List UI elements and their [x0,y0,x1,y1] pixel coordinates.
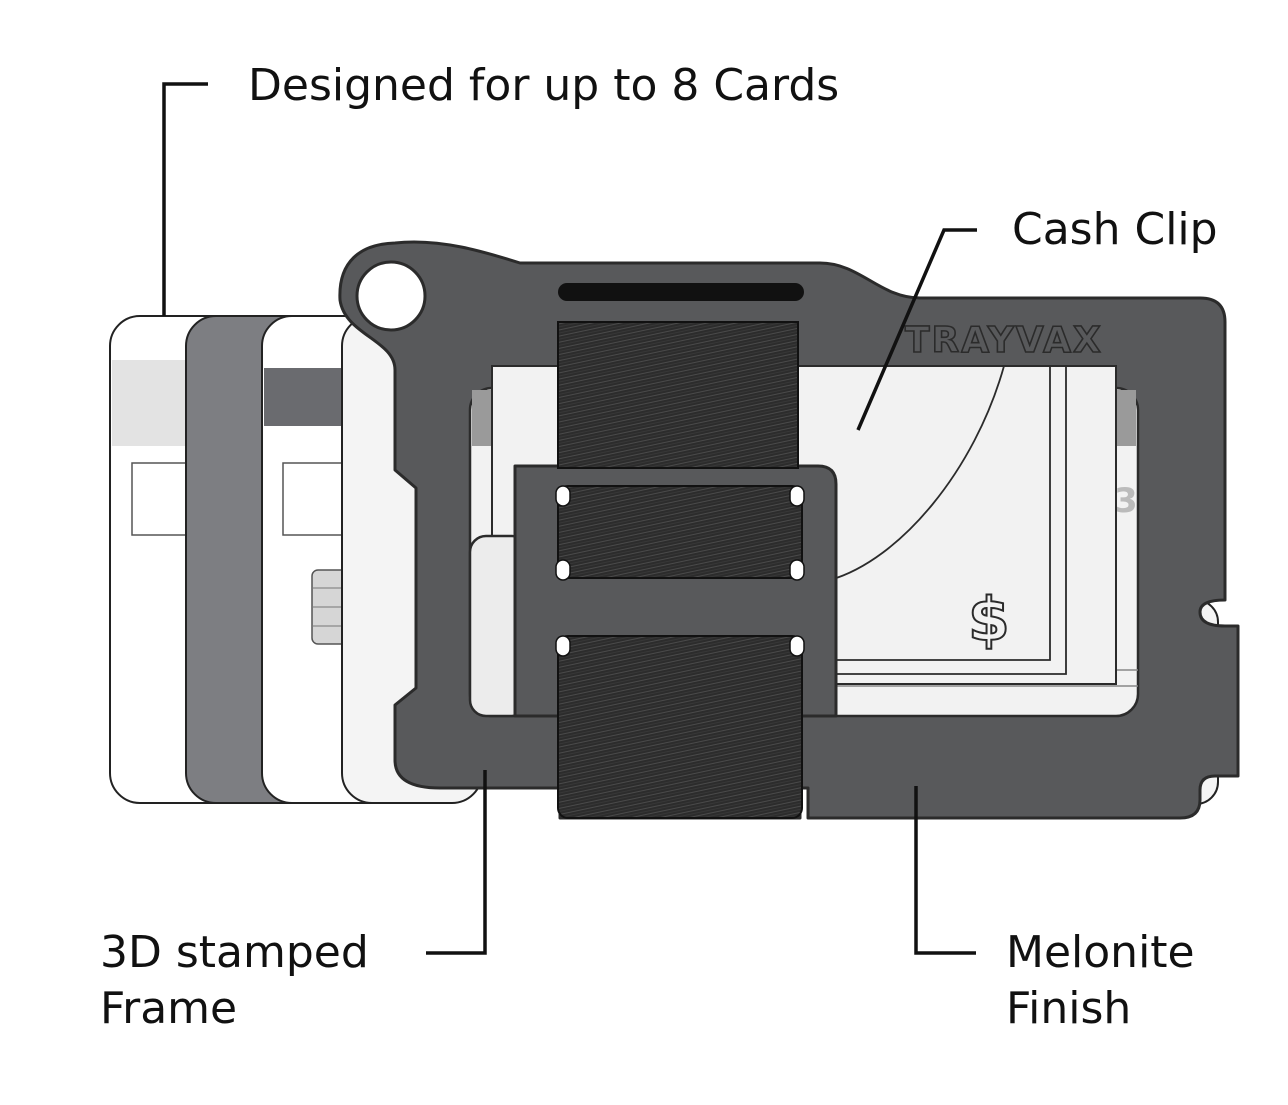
card-digit: 3 [1114,481,1138,521]
callout-finish-line2: Finish [1006,983,1132,1034]
callout-frame-line2: Frame [100,983,238,1034]
elastic-band [555,321,805,819]
callout-finish: Melonite Finish [1006,925,1195,1037]
dollar-icon: $ [968,585,1010,655]
leader-lines [162,82,977,955]
brand-wordmark: TRAYVAX [905,320,1103,361]
keyring-hole [355,260,427,332]
leader-cards [162,82,208,316]
leader-cash-clip [856,228,977,431]
top-slot [558,283,804,301]
leader-frame [426,770,487,955]
leader-finish [914,786,976,955]
callout-frame: 3D stamped Frame [100,925,369,1037]
callout-finish-line1: Melonite [1006,927,1195,978]
callout-cash-clip: Cash Clip [1012,204,1218,255]
callout-frame-line1: 3D stamped [100,927,369,978]
callout-cards: Designed for up to 8 Cards [248,60,840,111]
